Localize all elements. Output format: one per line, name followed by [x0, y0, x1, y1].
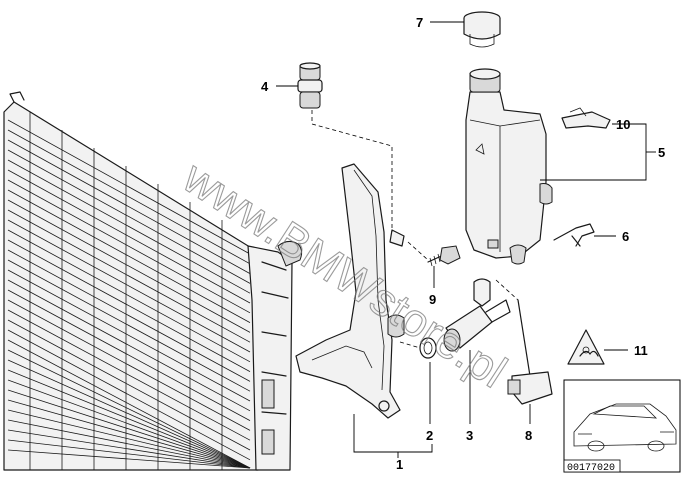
radiator-fin: [7, 439, 251, 469]
radiator-fin: [7, 309, 251, 441]
radiator-fin: [7, 139, 251, 274]
radiator-fin: [7, 329, 251, 461]
radiator-fin: [7, 369, 251, 469]
radiator-fin: [7, 399, 251, 469]
leader-lines: [276, 21, 656, 458]
callout-10: 10: [616, 117, 630, 132]
callout-6: 6: [622, 229, 629, 244]
radiator-fin: [7, 189, 251, 323]
callout-7: 7: [416, 15, 423, 30]
callout-4: 4: [261, 79, 269, 94]
radiator-fin: [7, 289, 251, 421]
callout-11: 11: [634, 343, 648, 358]
radiator-fin: [7, 239, 251, 372]
radiator-fin: [7, 359, 251, 469]
radiator-fin: [7, 349, 251, 469]
vehicle-thumbnail: 00177020: [563, 379, 681, 474]
radiator-fin: [7, 249, 251, 382]
part-1-bracket: [295, 163, 405, 419]
part-7-cap: [463, 11, 501, 48]
radiator-fin: [7, 159, 251, 294]
radiator-fin: [7, 279, 251, 412]
part-8-level-sensor: [507, 299, 553, 405]
reference-number: 00177020: [567, 463, 615, 474]
part-11-warning-label: [567, 329, 605, 365]
radiator-fin: [7, 119, 251, 255]
radiator-fin: [7, 319, 251, 451]
part-6-spring-clip: [553, 223, 595, 247]
radiator-fin: [7, 149, 251, 284]
part-9-screw: [427, 245, 461, 267]
radiator-fin: [7, 219, 251, 353]
radiator-fin: [7, 259, 251, 392]
radiator: [3, 91, 303, 471]
callout-2: 2: [426, 428, 433, 443]
radiator-fin: [7, 229, 251, 363]
radiator-fin: [7, 419, 251, 469]
radiator-fin: [7, 169, 251, 304]
part-4-connector: [297, 62, 323, 109]
radiator-fin: [7, 379, 251, 469]
radiator-fin: [7, 409, 251, 469]
callout-1: 1: [396, 457, 403, 472]
radiator-fin: [7, 129, 251, 265]
radiator-fin: [7, 389, 251, 469]
radiator-fin: [7, 449, 251, 469]
part-2-o-ring: [419, 337, 437, 359]
radiator-fin: [7, 179, 251, 314]
radiator-fin: [7, 429, 251, 469]
radiator-fin: [7, 209, 251, 343]
callout-labels: 1 2 3 4 5 6 7 8 9 10 11: [261, 15, 665, 472]
radiator-fin: [7, 299, 251, 431]
callout-8: 8: [525, 428, 532, 443]
callout-5: 5: [658, 145, 665, 160]
part-10-clip: [561, 107, 611, 129]
expansion-tank: [465, 68, 553, 265]
radiator-fin: [7, 269, 251, 402]
part-3-sensor: [443, 278, 511, 352]
callout-9: 9: [429, 292, 436, 307]
callout-3: 3: [466, 428, 473, 443]
radiator-fin: [7, 339, 251, 469]
radiator-fin: [7, 199, 251, 333]
